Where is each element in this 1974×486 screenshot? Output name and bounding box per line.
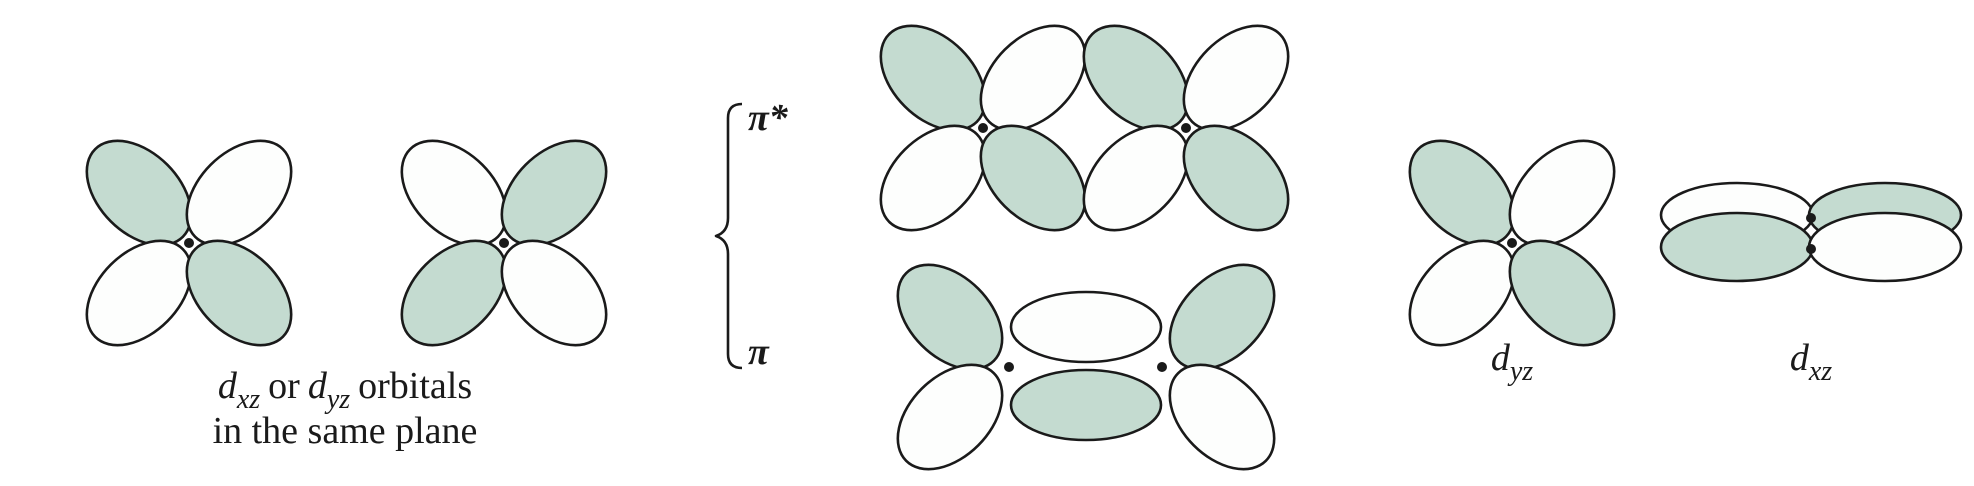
pi-star-orbital-left [879,24,1087,232]
lobe-upper-right-shaded [500,139,608,247]
caption-line-2: in the same plane [213,410,478,452]
lobe-left-upper-shaded [896,263,1004,371]
lobe-lower-right-shaded [1508,239,1616,347]
lobe-upper-right [979,24,1087,132]
central-lobe-lower-shaded [1009,368,1163,442]
dxz-label-d: d [1790,337,1810,379]
nucleus-dot-right [1157,362,1167,372]
dyz-label: dyz [1491,337,1533,387]
lobe-upper-right [185,139,293,247]
brace [714,102,743,370]
dyz-label-d: d [1491,337,1511,379]
dxz-label-sub: xz [1808,356,1832,387]
nucleus-dot [184,238,194,248]
caption-or: or [268,365,300,407]
nucleus-dot [978,123,988,133]
dxz-label: dxz [1790,337,1832,387]
pi-bonding-orbital [896,263,1276,471]
lobe-lower-left [879,124,987,232]
caption-sub1: xz [236,384,260,415]
lobe-lower-right-shaded [185,239,293,347]
central-lobe-upper [1009,290,1163,364]
lobe-upper-left-shaded [85,139,193,247]
lobe-lower-left [85,239,193,347]
lobe-front-left-shaded [1659,211,1815,283]
pi-star-label: π* [748,97,789,139]
caption-sub2: yz [324,384,350,415]
lobe-upper-right [1508,139,1616,247]
lobe-upper-left [400,139,508,247]
nucleus-dot [1181,123,1191,133]
lobe-right-lower [1168,363,1276,471]
pi-star-orbital-right [1082,24,1290,232]
lobe-lower-left [1408,239,1516,347]
lobe-lower-left [1082,124,1190,232]
lobe-left-lower [896,363,1004,471]
d-orbital-left [85,139,293,347]
nucleus-dot-left [1004,362,1014,372]
caption-orbitals: orbitals [358,365,472,407]
lobe-upper-left-shaded [1408,139,1516,247]
pi-label: π [748,331,770,373]
lobe-upper-right [1182,24,1290,132]
nucleus-dot [1507,238,1517,248]
caption-d1: d [218,365,238,407]
lobe-lower-right-shaded [979,124,1087,232]
d-orbital-right [400,139,608,347]
caption-d2: d [308,365,328,407]
lobe-lower-left-shaded [400,239,508,347]
dyz-label-sub: yz [1507,356,1533,387]
lobe-right-upper-shaded [1168,263,1276,371]
nucleus-dot-lower [1806,244,1816,254]
dxz-orbital [1659,181,1963,283]
lobe-front-right [1807,211,1963,283]
dyz-orbital [1408,139,1616,347]
lobe-upper-left-shaded [1082,24,1190,132]
lobe-upper-left-shaded [879,24,987,132]
lobe-lower-right [500,239,608,347]
nucleus-dot [499,238,509,248]
nucleus-dot-upper [1806,213,1816,223]
lobe-lower-right-shaded [1182,124,1290,232]
